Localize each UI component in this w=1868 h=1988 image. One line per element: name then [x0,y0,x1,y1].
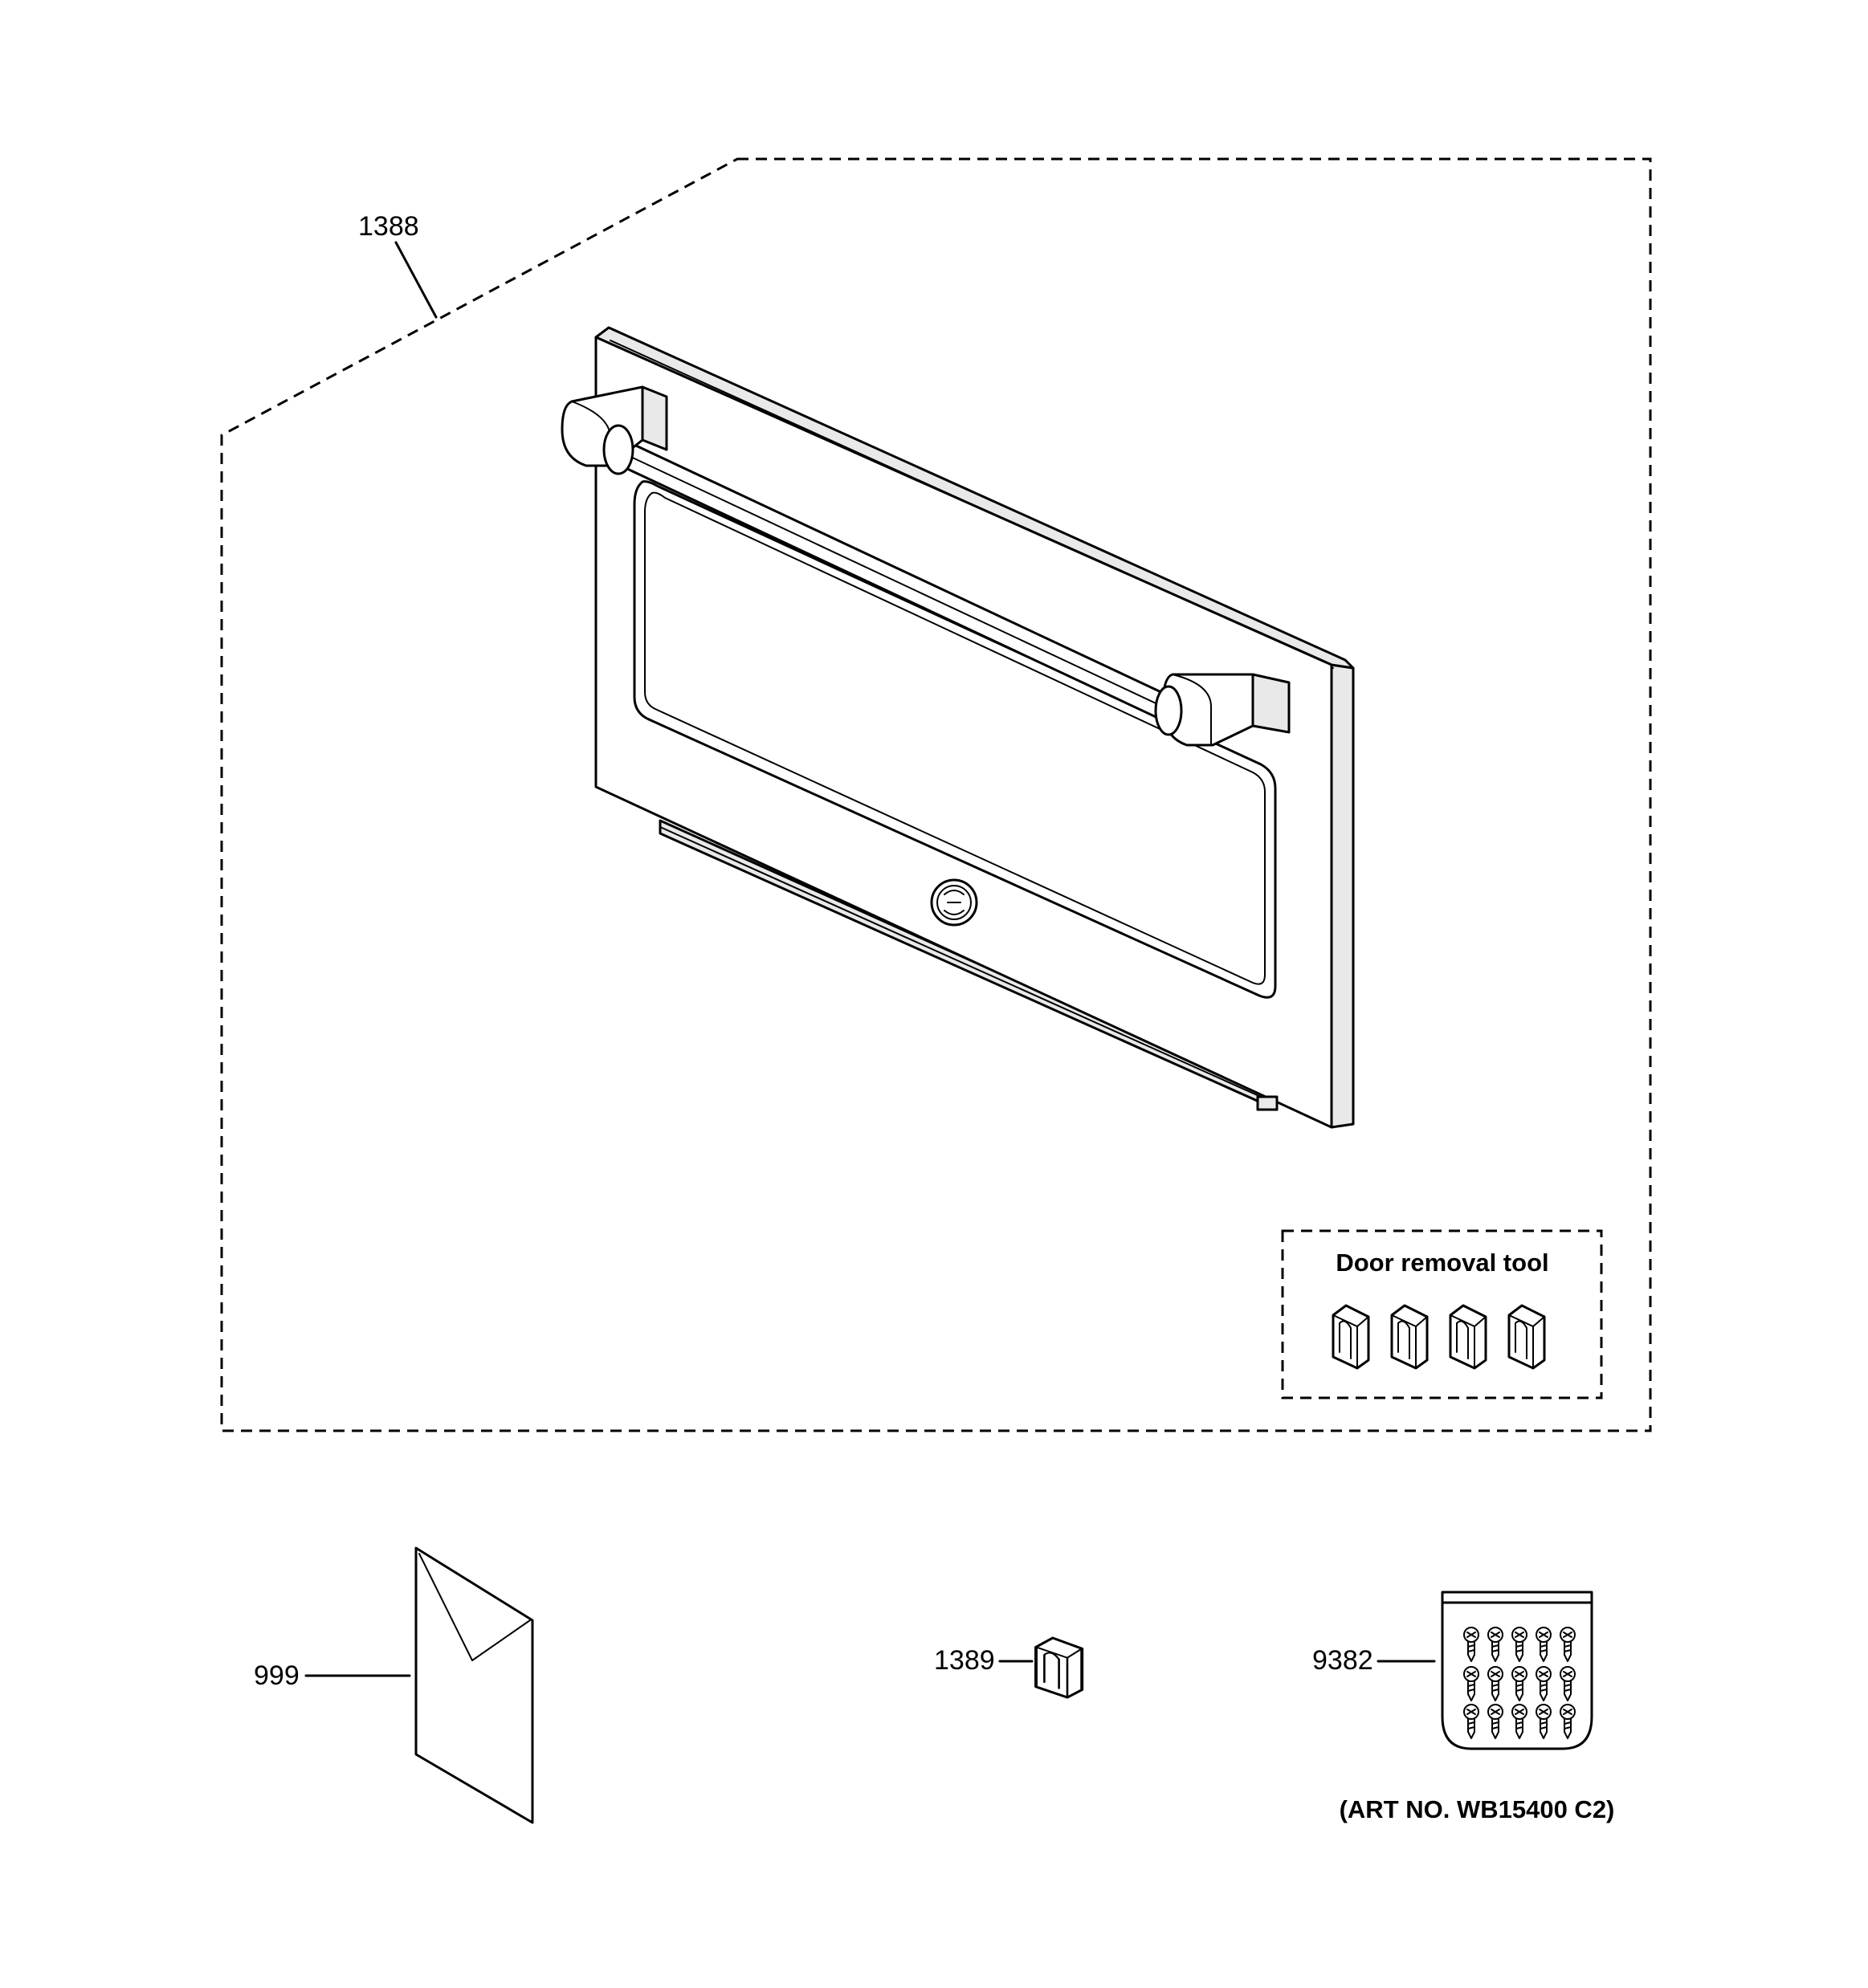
drawer-front [561,326,1355,1129]
handle-cap-right [1154,673,1291,747]
window-frame [633,480,1277,999]
window-glass [644,491,1266,985]
assembly-boundary [220,157,1652,1432]
callout-1388: 1388 [358,211,419,242]
door-removal-tool-icon [1449,1304,1487,1370]
literature-envelope-icon [414,1546,534,1824]
door-removal-tool-icons [1332,1304,1546,1370]
ge-logo-icon [930,878,978,927]
tool-part-icon [1034,1636,1084,1699]
callout-1389: 1389 [934,1645,995,1676]
panel-side [1330,663,1355,1129]
leader-1388 [394,241,438,319]
screw-kit-bag-icon [1441,1591,1593,1750]
handle-cap-left [561,385,668,475]
door-removal-tool-box [1281,1229,1603,1399]
callout-9382: 9382 [1312,1645,1373,1676]
door-removal-tool-icon [1332,1304,1370,1370]
callout-999: 999 [254,1660,300,1691]
door-removal-tool-icon [1507,1304,1546,1370]
screw-kit-art-number: (ART NO. WB15400 C2) [1340,1795,1615,1823]
door-removal-tool-icon [1390,1304,1429,1370]
door-removal-tool-label: Door removal tool [1336,1249,1548,1277]
